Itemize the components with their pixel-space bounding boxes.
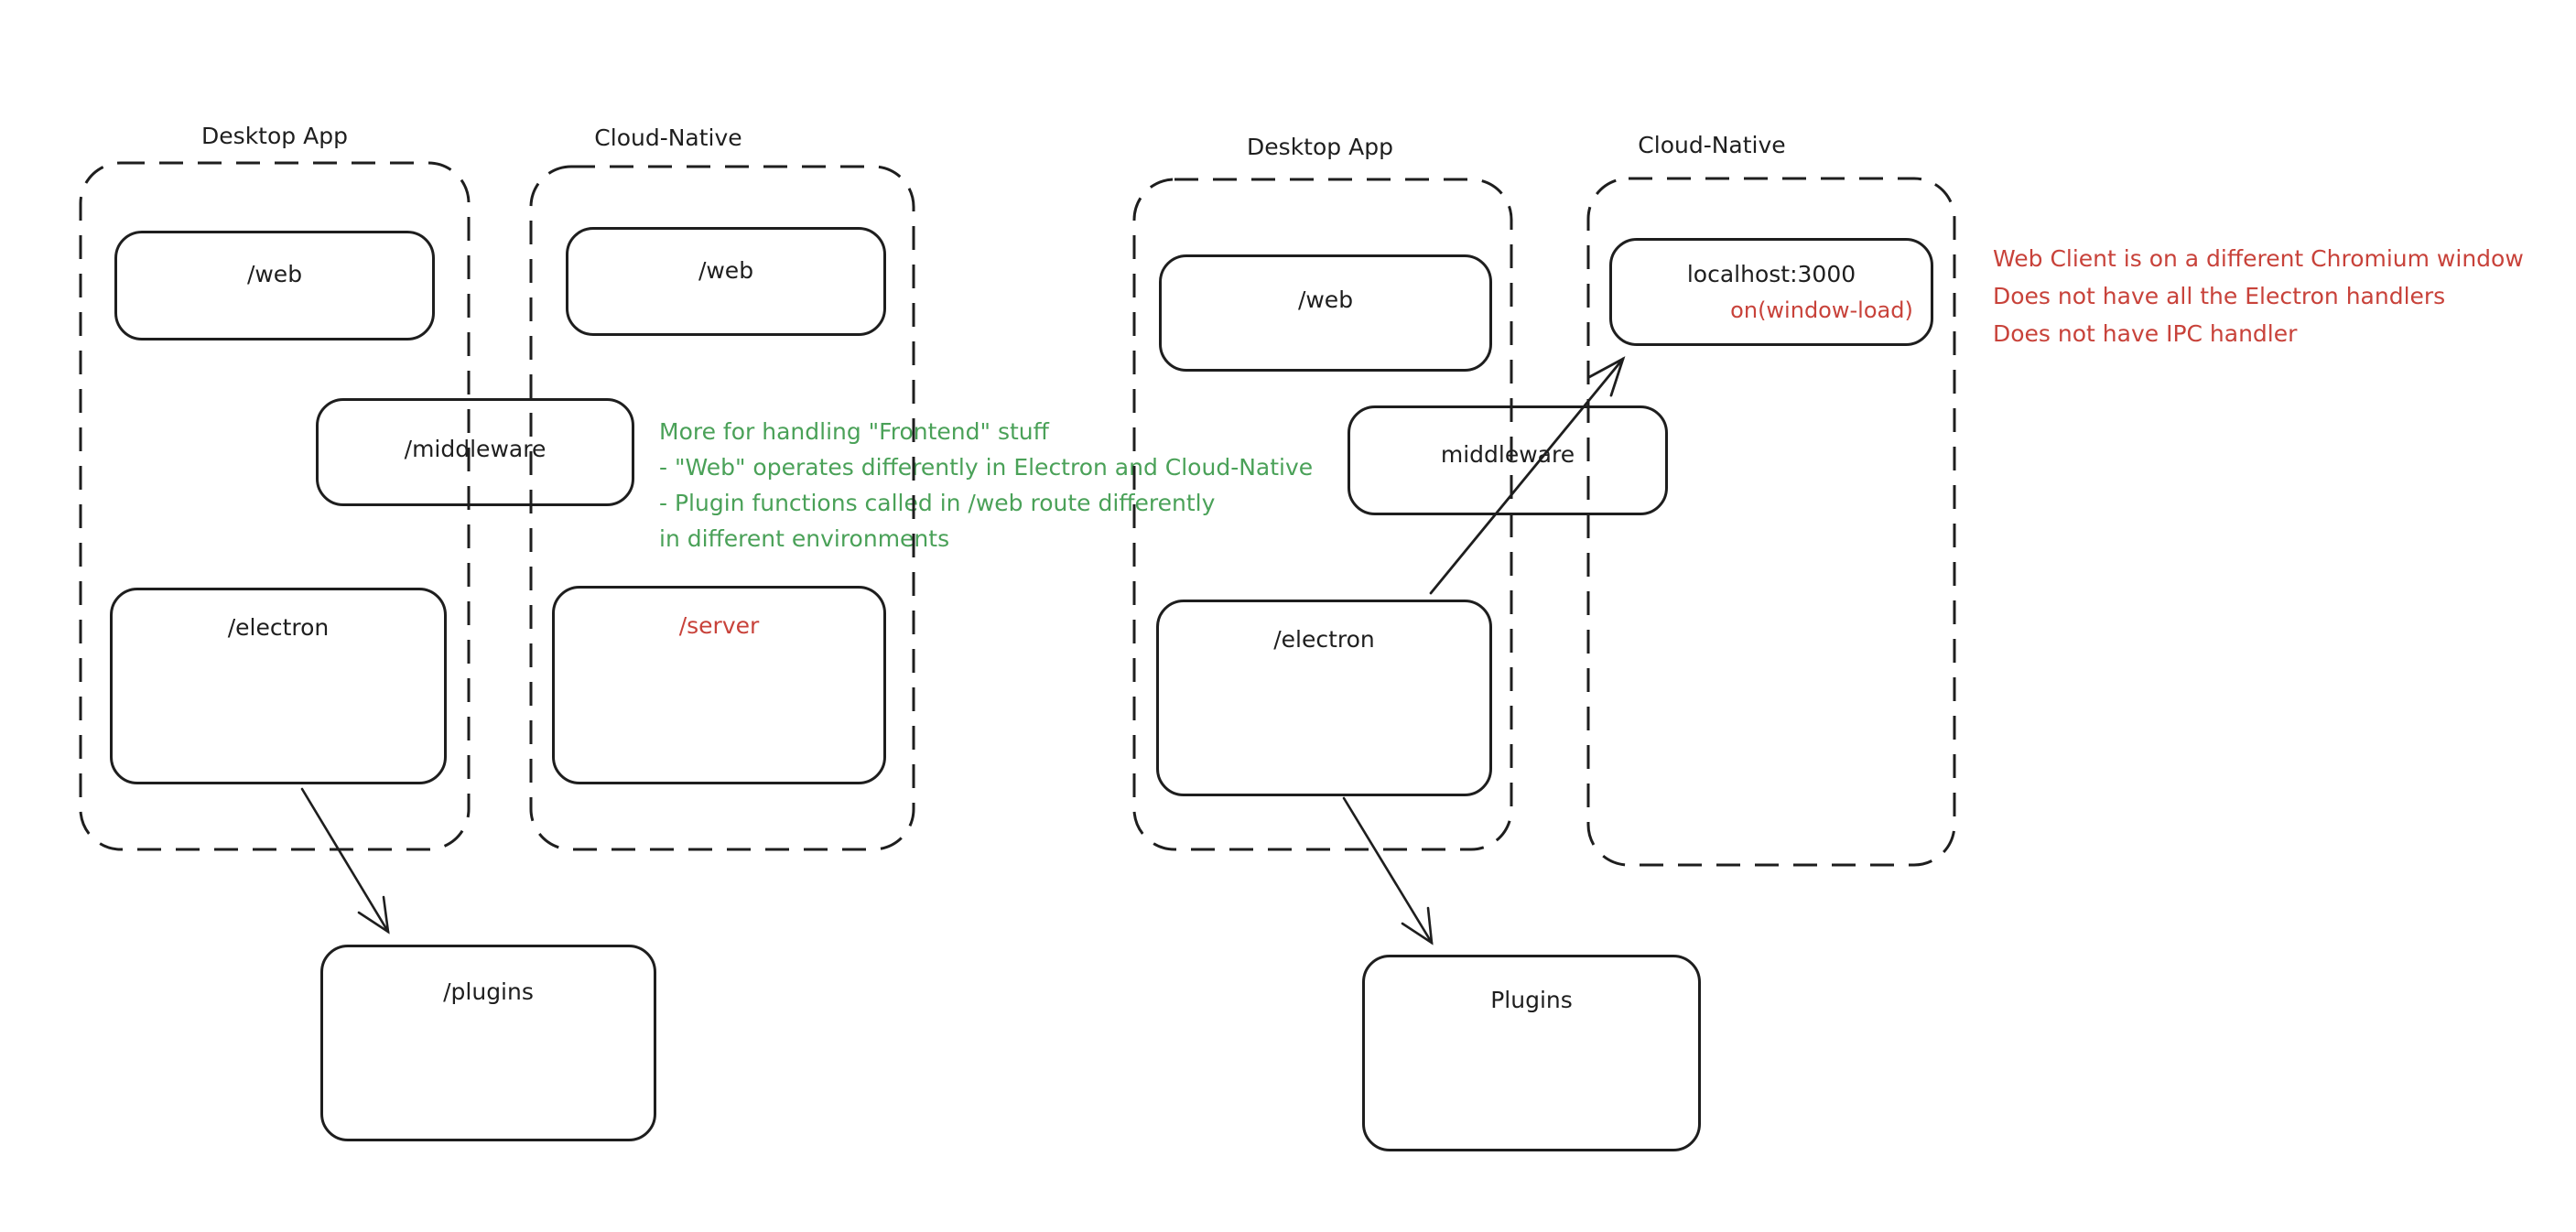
green-note-line-4: in different environments: [659, 525, 950, 552]
red-note-line-3: Does not have IPC handler: [1993, 320, 2298, 347]
green-note-line-1: More for handling "Frontend" stuff: [659, 418, 1049, 445]
left-middleware-label: /middleware: [404, 436, 547, 462]
right-localhost-box: localhost:3000 on(window-load): [1609, 238, 1933, 346]
right-desktop-app-label: Desktop App: [1247, 134, 1393, 160]
green-note-line-2: - "Web" operates differently in Electron…: [659, 454, 1314, 481]
arrow-right-electron-to-plugins: [1342, 796, 1434, 946]
left-server-box: /server: [552, 586, 886, 784]
left-web-desktop-label: /web: [246, 261, 303, 287]
left-cloud-native-label: Cloud-Native: [594, 124, 742, 151]
left-server-label: /server: [678, 612, 760, 639]
right-localhost-sub-label: on(window-load): [1730, 297, 1913, 323]
right-web-label: /web: [1297, 286, 1354, 313]
left-web-cloud-box: /web: [566, 227, 886, 336]
left-web-desktop-box: /web: [114, 231, 435, 340]
left-electron-label: /electron: [227, 614, 330, 641]
green-note: More for handling "Frontend" stuff - "We…: [659, 414, 1313, 557]
left-web-cloud-label: /web: [698, 257, 754, 284]
right-electron-label: /electron: [1273, 626, 1375, 653]
left-electron-box: /electron: [110, 588, 447, 784]
green-note-line-3: - Plugin functions called in /web route …: [659, 490, 1216, 516]
left-middleware-box: /middleware: [316, 398, 634, 506]
right-cloud-native-label: Cloud-Native: [1638, 132, 1786, 158]
red-note: Web Client is on a different Chromium wi…: [1993, 240, 2524, 352]
left-desktop-app-label: Desktop App: [201, 123, 348, 149]
red-note-line-1: Web Client is on a different Chromium wi…: [1993, 245, 2524, 272]
right-plugins-box: Plugins: [1362, 955, 1701, 1151]
left-plugins-box: /plugins: [320, 945, 656, 1141]
right-localhost-label: localhost:3000: [1686, 261, 1856, 287]
arrow-left-electron-to-plugins: [300, 787, 390, 935]
right-middleware-box: middleware: [1348, 405, 1668, 515]
right-middleware-label: middleware: [1440, 441, 1575, 468]
red-note-line-2: Does not have all the Electron handlers: [1993, 283, 2446, 309]
right-web-box: /web: [1159, 254, 1492, 372]
right-electron-box: /electron: [1156, 600, 1492, 796]
right-plugins-label: Plugins: [1490, 987, 1573, 1013]
left-plugins-label: /plugins: [443, 978, 534, 1005]
